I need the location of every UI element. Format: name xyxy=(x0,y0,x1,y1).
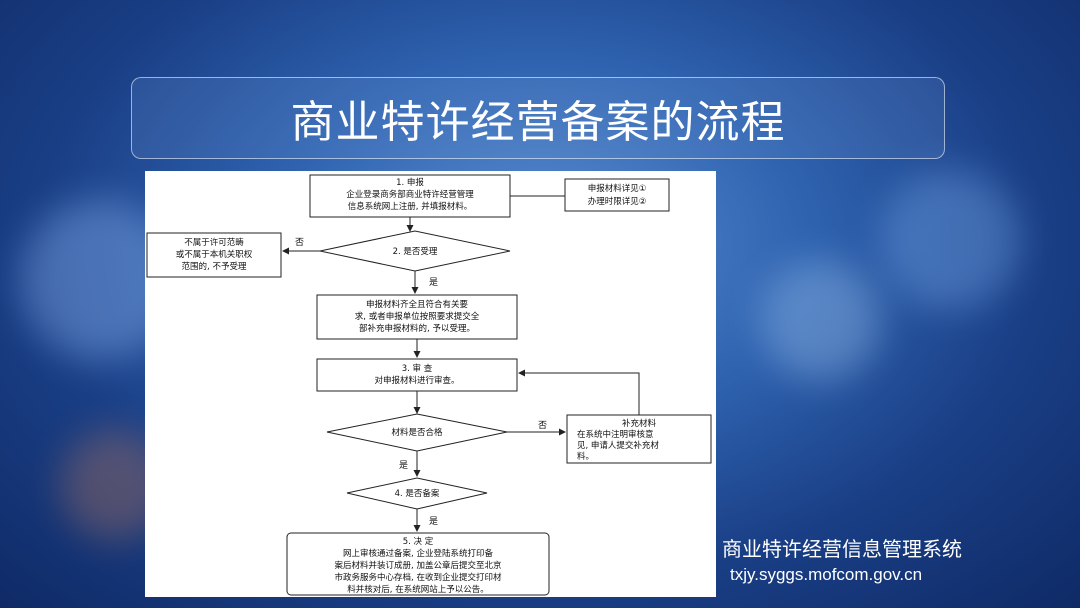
decision1-text: 2. 是否受理 xyxy=(393,246,438,257)
reject-line: 范围的, 不予受理 xyxy=(182,261,247,272)
reject-line: 不属于许可范畴 xyxy=(184,237,244,248)
no-label: 否 xyxy=(295,237,304,248)
supplement-title: 补充材料 xyxy=(622,418,657,429)
note-line: 申报材料详见① xyxy=(588,183,647,194)
step5-box xyxy=(286,532,550,596)
step5-line: 市政务服务中心存档, 在收到企业提交打印材 xyxy=(335,572,502,583)
no-label: 否 xyxy=(538,420,547,431)
system-name: 商业特许经营信息管理系统 xyxy=(722,537,962,561)
step5-line: 料并核对后, 在系统网站上予以公告。 xyxy=(347,584,488,595)
accept-line: 部补充申报材料的, 予以受理。 xyxy=(359,323,475,334)
decision1-diamond xyxy=(319,230,511,272)
background-bokeh xyxy=(880,170,1020,310)
step1-line: 信息系统网上注册, 并填报材料。 xyxy=(348,201,472,212)
page-title: 商业特许经营备案的流程 xyxy=(290,97,786,148)
accept-line: 申报材料齐全且符合有关要 xyxy=(366,299,469,310)
supplement-box xyxy=(566,414,712,464)
note-line: 办理时限详见② xyxy=(588,196,647,207)
step1-line: 企业登录商务部商业特许经营管理 xyxy=(346,189,474,200)
supplement-line: 在系统中注明审核意 xyxy=(577,429,654,440)
flowchart: 1. 申报 企业登录商务部商业特许经营管理 信息系统网上注册, 并填报材料。 申… xyxy=(146,174,712,596)
step5-line: 网上审核通过备案, 企业登陆系统打印备 xyxy=(343,548,493,559)
flowchart-panel: 1. 申报 企业登录商务部商业特许经营管理 信息系统网上注册, 并填报材料。 申… xyxy=(145,171,716,597)
supplement-line: 料。 xyxy=(577,451,594,462)
step3-box xyxy=(316,358,518,392)
note-box xyxy=(564,178,670,212)
supplement-line: 见, 申请人提交补充材 xyxy=(577,440,659,451)
step1-title: 1. 申报 xyxy=(396,177,424,188)
system-url: txjy.syggs.mofcom.gov.cn xyxy=(730,565,923,584)
accept-box xyxy=(316,294,518,340)
yes-label: 是 xyxy=(429,277,438,288)
reject-line: 或不属于本机关职权 xyxy=(176,249,253,260)
step3-title: 3. 审 查 xyxy=(402,363,433,374)
step5-title: 5. 决 定 xyxy=(403,536,434,547)
decision2-text: 材料是否合格 xyxy=(391,427,443,438)
yes-label: 是 xyxy=(429,516,438,527)
decision3-text: 4. 是否备案 xyxy=(395,488,440,499)
decision3-diamond xyxy=(346,477,488,510)
step5-line: 案后材料并装订成册, 加盖公章后提交至北京 xyxy=(335,560,502,571)
accept-line: 求, 或者申报单位按照要求提交全 xyxy=(355,311,480,322)
step3-line: 对申报材料进行审查。 xyxy=(374,375,459,386)
loop-arrow xyxy=(518,369,640,415)
background-bokeh xyxy=(760,260,880,380)
title-bar: 商业特许经营备案的流程 xyxy=(131,77,945,159)
reject-box xyxy=(146,232,282,278)
yes-label: 是 xyxy=(399,460,408,471)
